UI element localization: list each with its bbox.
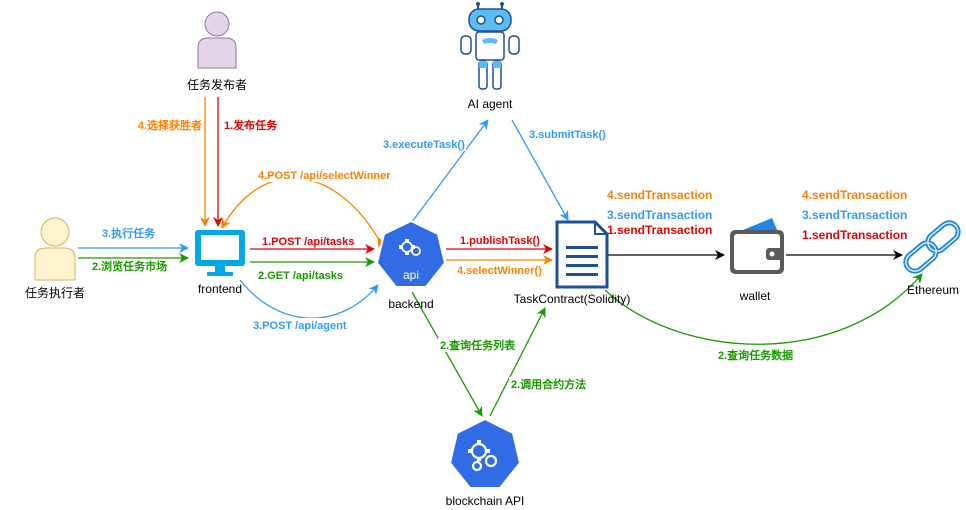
label-wallet-send-4: 4.sendTransaction	[607, 188, 712, 202]
executor-node[interactable]: 任务执行者	[25, 217, 85, 300]
ai-agent-label: AI agent	[468, 97, 513, 111]
label-publish-task-cn: 1.发布任务	[224, 118, 278, 132]
edge-submit-task	[511, 119, 569, 221]
label-submit-task: 3.submitTask()	[529, 129, 606, 141]
publisher-label: 任务发布者	[187, 77, 247, 92]
blockchain-api-node[interactable]: blockchain API	[446, 417, 525, 508]
label-execute-task-cn: 3.执行任务	[102, 226, 156, 240]
edge-post-agent	[239, 279, 379, 319]
executor-label: 任务执行者	[25, 285, 85, 300]
edge-query-task-list	[411, 291, 483, 417]
contract-label: TaskContract(Solidity)	[514, 292, 631, 306]
label-post-select-winner: 4.POST /api/selectWinner	[258, 170, 391, 182]
wallet-node[interactable]: wallet	[730, 218, 784, 303]
label-get-tasks: 2.GET /api/tasks	[258, 270, 343, 282]
label-select-winner-cn: 4.选择获胜者	[138, 118, 202, 132]
chain-link-icon	[903, 220, 961, 274]
edge-query-task-data	[604, 273, 923, 345]
ethereum-node[interactable]: Ethereum	[902, 219, 962, 297]
label-execute-task: 3.executeTask()	[383, 139, 465, 151]
label-eth-send-4: 4.sendTransaction	[802, 188, 907, 202]
label-query-task-data: 2.查询任务数据	[718, 348, 793, 362]
label-eth-send-1: 1.sendTransaction	[802, 228, 907, 242]
label-query-task-list: 2.查询任务列表	[440, 338, 516, 352]
label-call-contract: 2.调用合约方法	[511, 377, 586, 391]
publisher-node[interactable]: 任务发布者	[187, 11, 247, 92]
label-wallet-send-1: 1.sendTransaction	[607, 223, 712, 237]
backend-label: backend	[388, 297, 433, 311]
edge-labels: 4.选择获胜者 1.发布任务 3.执行任务 2.浏览任务市场 4.POST /a…	[90, 118, 907, 391]
edge-call-contract	[489, 307, 546, 417]
label-eth-send-3: 3.sendTransaction	[802, 208, 907, 222]
person-icon	[34, 217, 76, 281]
label-wallet-send-3: 3.sendTransaction	[607, 208, 712, 222]
label-browse-market-cn: 2.浏览任务市场	[92, 259, 167, 273]
label-post-agent: 3.POST /api/agent	[253, 320, 347, 332]
robot-icon	[460, 2, 520, 90]
label-publish-task: 1.publishTask()	[460, 235, 540, 247]
kubernetes-api-icon	[448, 417, 522, 489]
contract-node[interactable]: TaskContract(Solidity)	[514, 220, 631, 306]
backend-node[interactable]: api backend	[375, 219, 447, 311]
monitor-icon	[195, 230, 245, 276]
frontend-label: frontend	[198, 282, 242, 296]
label-select-winner: 4.selectWinner()	[457, 265, 542, 277]
ai-agent-node[interactable]: AI agent	[460, 2, 520, 111]
edge-execute-task	[411, 119, 489, 223]
frontend-node[interactable]: frontend	[195, 230, 245, 296]
wallet-label: wallet	[739, 289, 771, 303]
edge-post-select-winner	[221, 177, 387, 249]
person-icon	[197, 11, 237, 69]
ethereum-label: Ethereum	[907, 283, 959, 297]
api-badge: api	[403, 268, 419, 282]
blockchain-api-label: blockchain API	[446, 494, 525, 508]
kubernetes-api-icon: api	[375, 219, 447, 288]
label-post-tasks: 1.POST /api/tasks	[262, 236, 354, 248]
document-icon	[555, 220, 609, 289]
wallet-icon	[730, 218, 784, 274]
